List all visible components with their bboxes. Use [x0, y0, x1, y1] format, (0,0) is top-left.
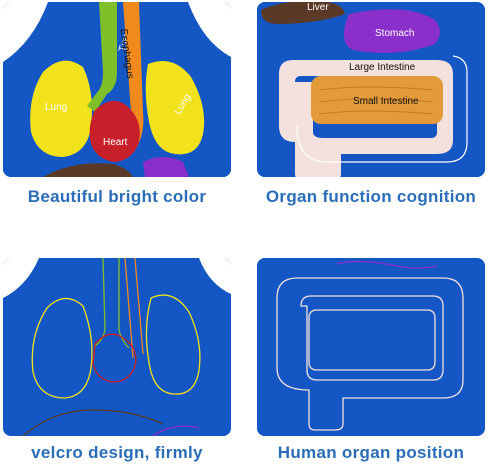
digestive-organs-illustration: Liver Stomach Large Intestine Small Inte…: [257, 2, 485, 177]
caption-organ-position: Human organ position: [277, 443, 465, 462]
caption-organ-function: Organ function cognition: [265, 187, 477, 206]
caption-velcro-design: velcro design, firmly: [31, 443, 203, 462]
panel-velcro-design: [3, 258, 231, 436]
stomach-piece: [143, 157, 189, 177]
caption-bright-color: Beautiful bright color: [27, 187, 207, 206]
stomach: Stomach: [343, 9, 440, 53]
panel-organ-position: [257, 258, 485, 436]
organ-position-outline-illustration: [257, 258, 485, 436]
stomach-label: Stomach: [375, 28, 414, 39]
liver-piece: [43, 163, 133, 177]
velcro-outline-illustration: [3, 258, 231, 436]
stitch-outline: [296, 55, 468, 163]
large-intestine-label: Large Intestine: [349, 62, 416, 73]
left-lung: Lung: [30, 60, 92, 157]
small-intestine: Small Intestine: [311, 76, 443, 124]
heart: Heart: [89, 100, 140, 162]
liver-label: Liver: [307, 2, 329, 13]
heart-label: Heart: [103, 137, 128, 148]
liver: Liver: [261, 2, 345, 24]
panel-bright-color: Lung Lung Trachea Esophagus Heart: [3, 2, 231, 177]
right-lung: Lung: [145, 60, 205, 155]
respiratory-organs-illustration: Lung Lung Trachea Esophagus Heart: [3, 2, 231, 177]
panel-organ-function: Liver Stomach Large Intestine Small Inte…: [257, 2, 485, 177]
small-intestine-label: Small Intestine: [353, 96, 419, 107]
lung-left-label: Lung: [45, 102, 67, 113]
